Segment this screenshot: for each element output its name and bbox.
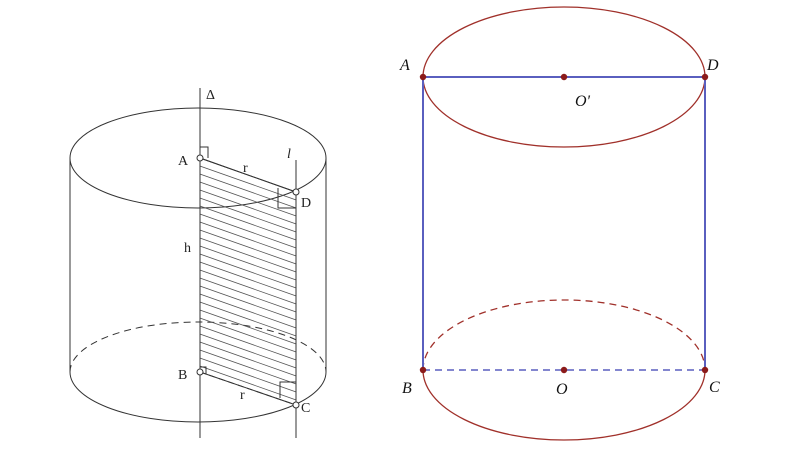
label-r-bottom: r xyxy=(240,388,245,403)
point-o xyxy=(560,366,568,374)
right-figure-points xyxy=(419,73,709,374)
label-b-left: B xyxy=(178,368,187,383)
left-bottom-ellipse-back xyxy=(69,321,327,373)
left-cylinder-figure xyxy=(69,88,327,438)
right-angle-mark-d xyxy=(277,188,296,209)
right-angle-mark-c xyxy=(279,381,296,398)
point-a-marker xyxy=(196,154,204,162)
point-b-right xyxy=(419,366,427,374)
left-figure-labels: Δ l A D B C h r r xyxy=(178,88,311,416)
point-c-right xyxy=(701,366,709,374)
point-b-marker xyxy=(196,368,204,376)
top-radius-line xyxy=(199,157,297,193)
label-l: l xyxy=(287,147,291,162)
point-o-prime xyxy=(560,73,568,81)
label-o-prime: O' xyxy=(575,93,591,110)
label-a-left: A xyxy=(178,154,189,169)
point-a-right xyxy=(419,73,427,81)
left-bottom-ellipse-front xyxy=(69,371,327,423)
bottom-radius-line xyxy=(199,371,297,406)
label-d-left: D xyxy=(301,196,311,211)
label-c-right: C xyxy=(709,379,720,396)
label-h: h xyxy=(184,241,191,256)
label-a-right: A xyxy=(399,57,410,74)
label-b-right: B xyxy=(402,380,412,397)
label-r-top: r xyxy=(243,161,248,176)
right-angle-mark-a xyxy=(200,146,209,158)
cross-section-hatch xyxy=(200,158,296,405)
label-d-right: D xyxy=(706,57,719,74)
point-d-right xyxy=(701,73,709,81)
right-figure-labels: A D O' B C O xyxy=(399,57,720,398)
label-c-left: C xyxy=(301,401,310,416)
right-cylinder-figure xyxy=(422,6,706,441)
right-bottom-ellipse-front xyxy=(422,369,706,441)
label-o: O xyxy=(556,381,568,398)
point-d-marker xyxy=(292,188,300,196)
right-angle-mark-b xyxy=(200,366,207,374)
point-c-marker xyxy=(292,401,300,409)
label-delta: Δ xyxy=(206,88,215,103)
right-bottom-ellipse-back xyxy=(422,299,706,371)
